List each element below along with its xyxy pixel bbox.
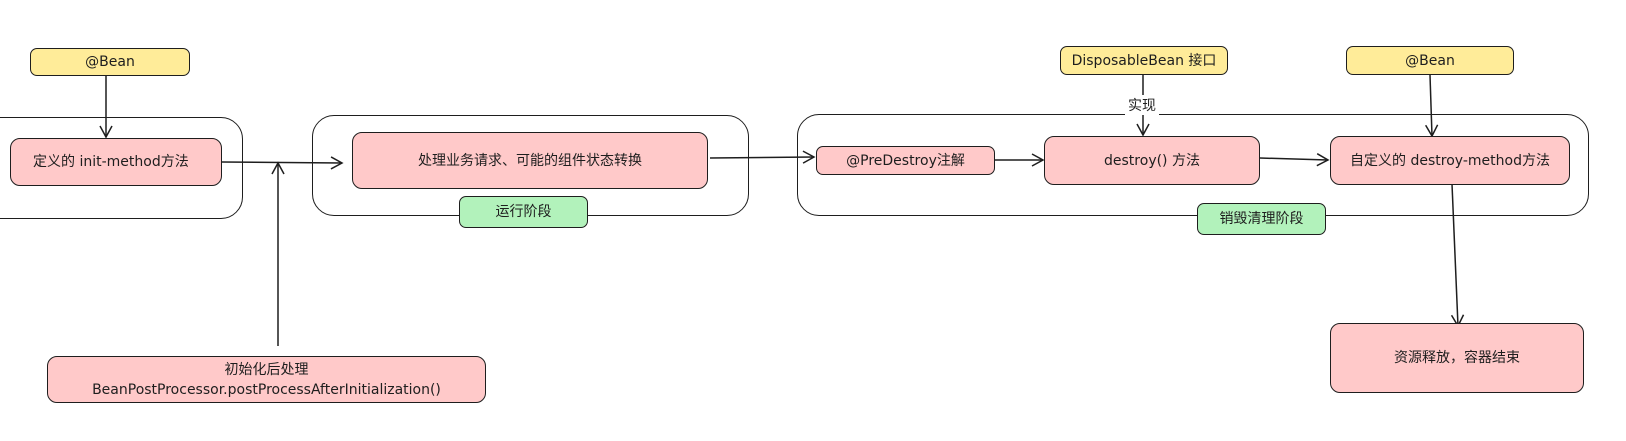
init-method-label: 定义的 init-method方法 xyxy=(33,154,189,170)
release-node[interactable]: 资源释放，容器结束 xyxy=(1330,323,1584,393)
destroy-group xyxy=(797,114,1589,216)
pre-destroy-node[interactable]: @PreDestroy注解 xyxy=(816,146,995,175)
init-group xyxy=(0,117,243,219)
edge-destroy-to-custom xyxy=(1259,153,1330,167)
post-process-title: 初始化后处理 xyxy=(224,361,309,378)
business-node[interactable]: 处理业务请求、可能的组件状态转换 xyxy=(352,132,708,189)
disposable-bean-interface[interactable]: DisposableBean 接口 xyxy=(1060,46,1228,75)
post-process-node[interactable]: 初始化后处理 BeanPostProcessor.postProcessAfte… xyxy=(47,356,486,403)
edge-bean-to-custom xyxy=(1424,74,1439,138)
bean-annotation-right[interactable]: @Bean xyxy=(1346,46,1514,75)
edge-business-to-predestroy xyxy=(709,150,816,164)
destroy-method-node[interactable]: destroy() 方法 xyxy=(1044,136,1260,185)
edge-custom-to-release xyxy=(1450,183,1465,328)
implement-edge-label: 实现 xyxy=(1125,95,1159,115)
destroy-stage-label: 销毁清理阶段 xyxy=(1197,203,1326,235)
post-process-method: BeanPostProcessor.postProcessAfterInitia… xyxy=(92,381,441,398)
custom-destroy-method-node[interactable]: 自定义的 destroy-method方法 xyxy=(1330,136,1570,185)
init-method-node[interactable]: 定义的 init-method方法 xyxy=(10,138,222,186)
bean-annotation-left[interactable]: @Bean xyxy=(30,48,190,76)
runtime-stage-label: 运行阶段 xyxy=(459,196,588,228)
